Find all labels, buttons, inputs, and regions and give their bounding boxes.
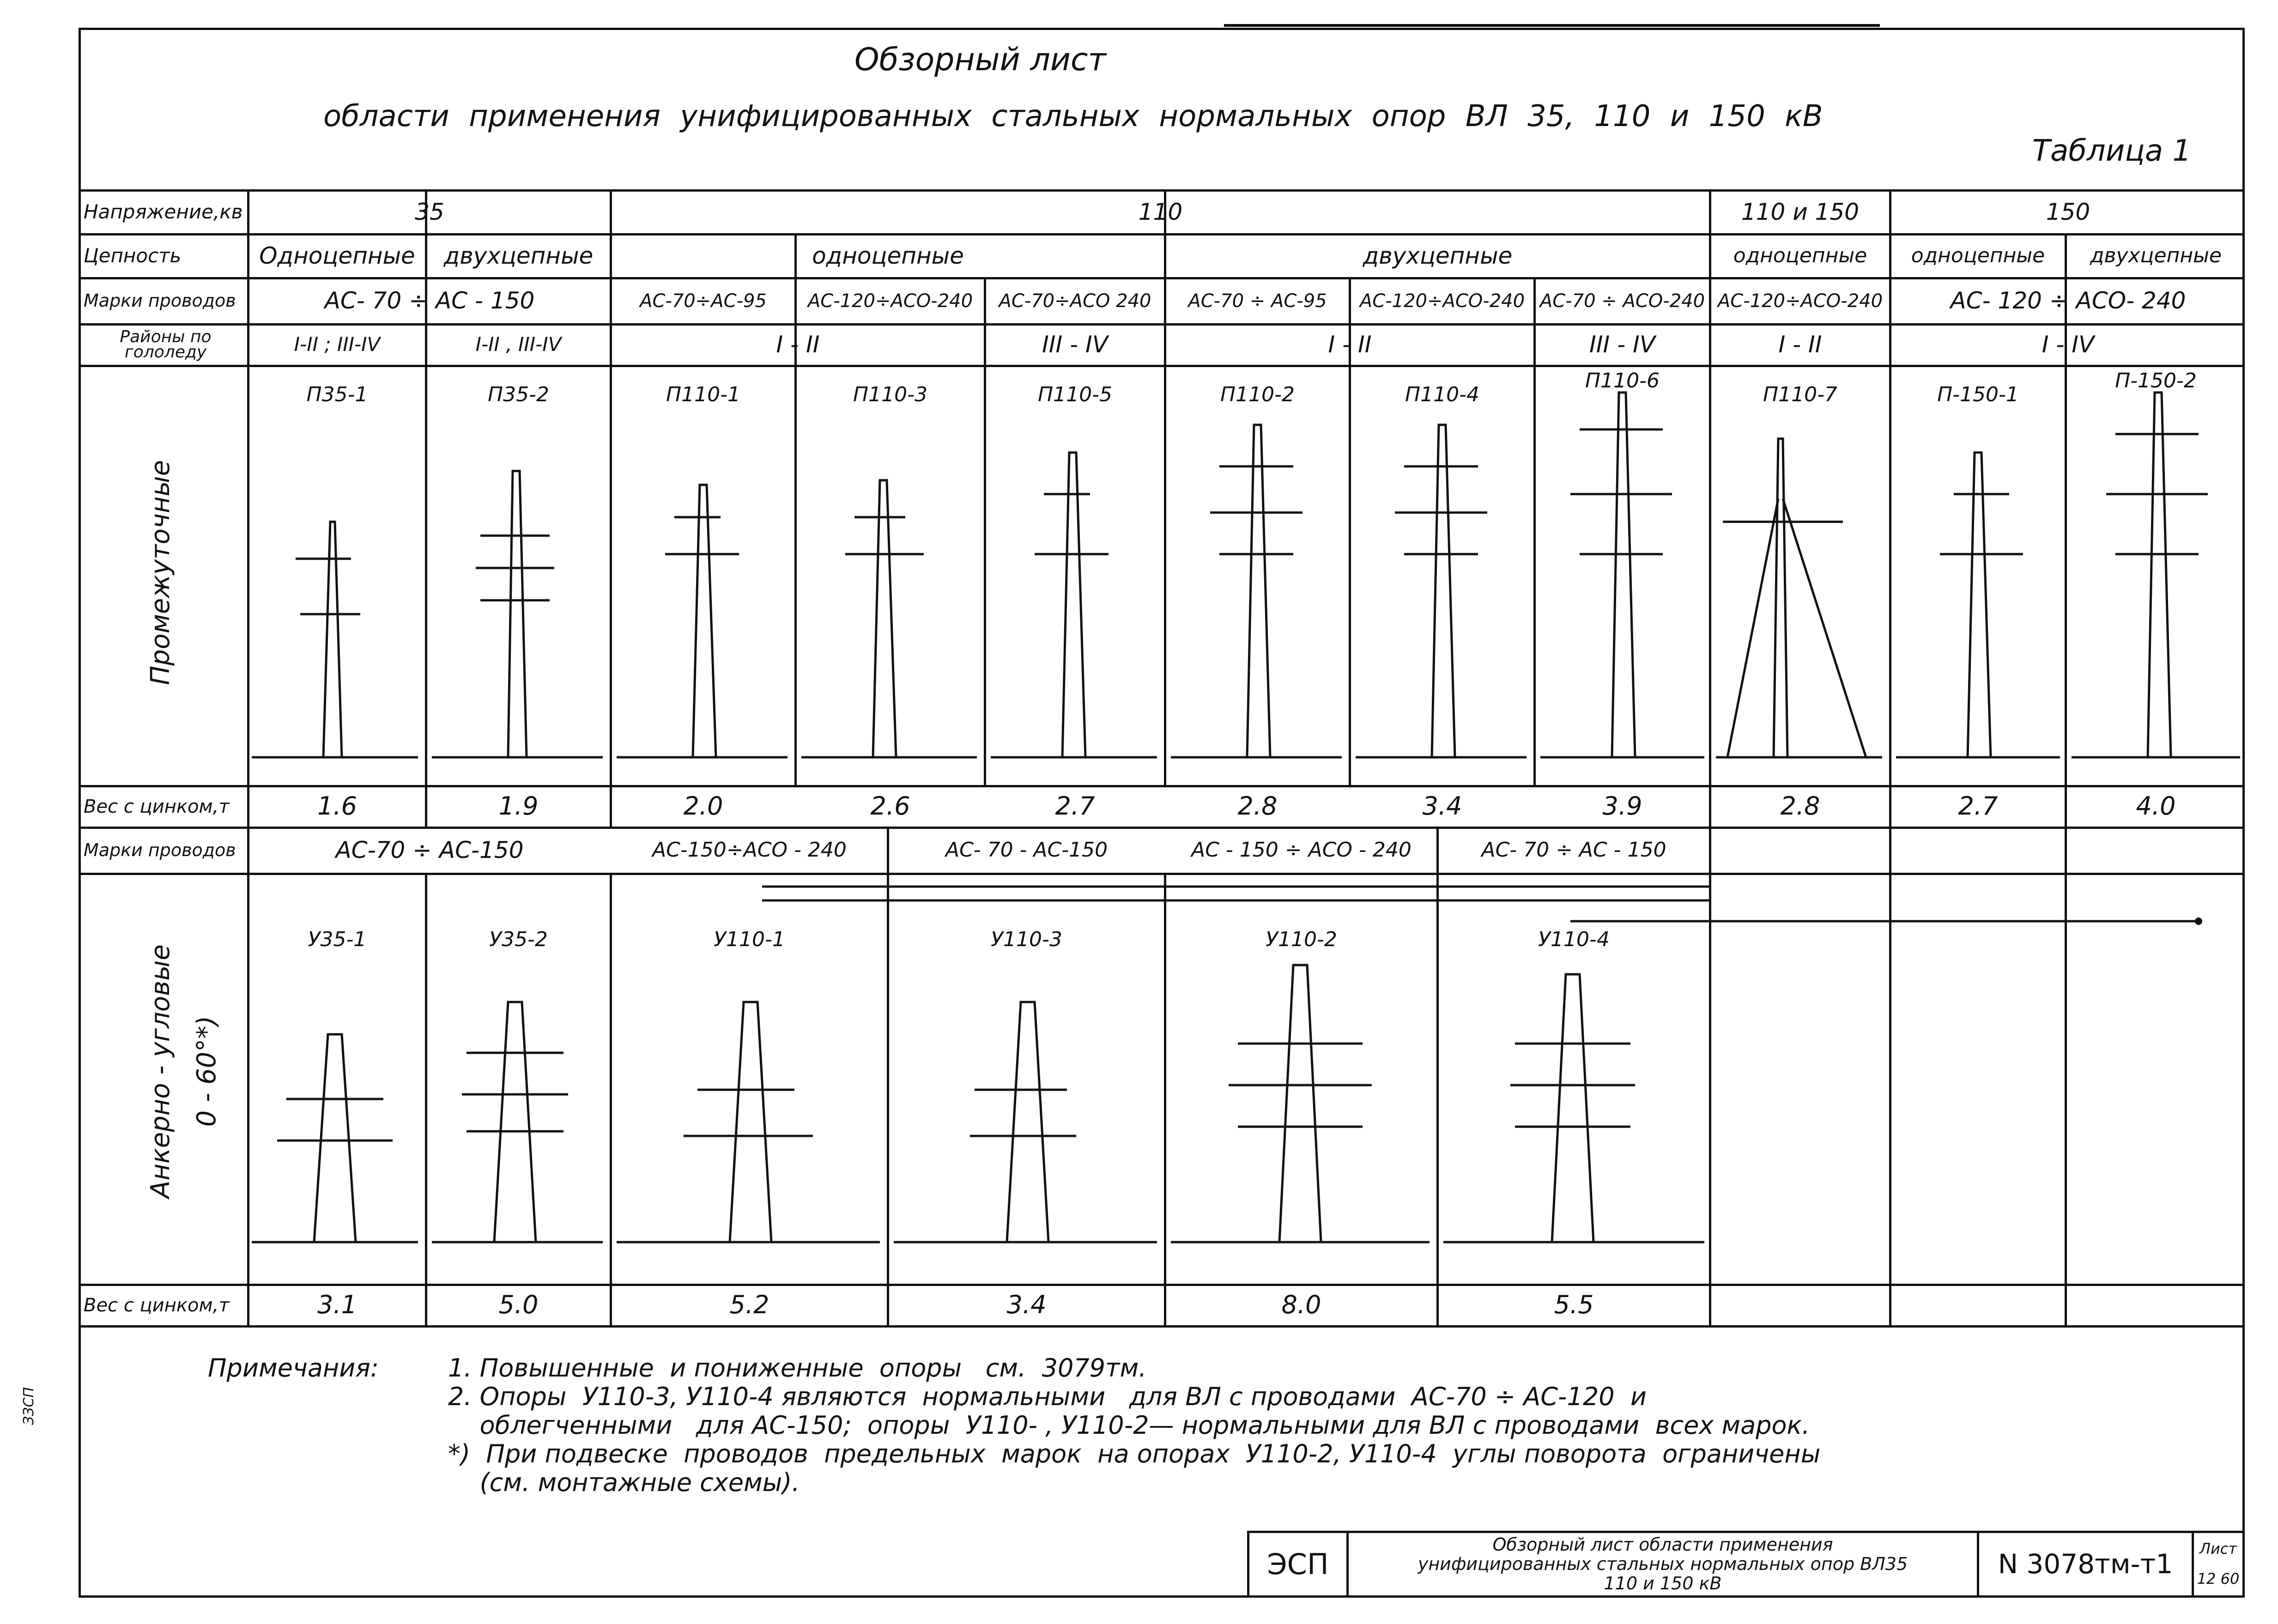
note-1: 1. Повышенные и пониженные опоры см. 307… (448, 1353, 1147, 1383)
top-rule (1224, 24, 1880, 27)
note-3b: (см. монтажные схемы). (448, 1468, 800, 1497)
tower-weight: 1.6 (317, 791, 357, 821)
ice-110-d: III - IV (1589, 331, 1656, 358)
tower-code: П110-2 (1220, 382, 1295, 406)
anchor-wires-4: АС- 70 ÷ АС - 150 (1481, 838, 1666, 862)
tower-weight: 2.8 (1780, 791, 1820, 821)
wires-110-150: АС-120÷АСО-240 (1717, 290, 1883, 312)
anchor-code: У110-2 (1266, 927, 1337, 951)
circuits-35-double: двухцепные (443, 242, 594, 269)
ice-110-a: I - II (776, 331, 820, 358)
wires-110-5: АС-120÷АСО-240 (1359, 290, 1525, 312)
label-circuits: Цепность (84, 244, 182, 267)
title-line-1: Обзорный лист (854, 42, 1106, 78)
circuits-150-single: одноцепные (1911, 243, 2045, 267)
anchor-wires-3: АС - 150 ÷ АСО - 240 (1191, 838, 1412, 862)
anchor-weight: 5.2 (729, 1290, 769, 1320)
wires-110-3: АС-70÷АСО 240 (999, 290, 1151, 312)
label-ice-regions: Районы по гололеду (120, 327, 212, 362)
ice-150: I - IV (2042, 331, 2095, 358)
voltage-35: 35 (415, 198, 444, 225)
stamp-desc-2: унифицированных стальных нормальных опор… (1418, 1554, 1908, 1575)
tower-code: П110-1 (666, 382, 740, 406)
note-3a: *) При подвеске проводов предельных маро… (448, 1439, 1821, 1468)
tower-code: П35-2 (488, 382, 549, 406)
anchor-code: У110-4 (1538, 927, 1610, 951)
circuits-110-150-single: одноцепные (1733, 243, 1867, 267)
voltage-150: 150 (2046, 198, 2090, 225)
notes-heading: Примечания: (208, 1353, 379, 1383)
label-weight-2: Вес с цинком,т (84, 1294, 230, 1316)
tower-code: П110-7 (1763, 382, 1837, 406)
stamp-org-box: ЭСП (1247, 1531, 1349, 1598)
note-2b: облегченными для АС-150; опоры У110- , У… (448, 1411, 1810, 1440)
anchor-weight: 8.0 (1281, 1290, 1321, 1320)
stamp-sheet-value: 12 60 (2197, 1570, 2240, 1588)
tower-weight: 2.6 (870, 791, 910, 821)
tower-code: П110-6 (1585, 368, 1660, 392)
tower-code: П110-3 (853, 382, 927, 406)
circuits-110-single: одноцепные (812, 242, 964, 269)
wires-110-6: АС-70 ÷ АСО-240 (1539, 290, 1705, 312)
wires-35: АС- 70 ÷ АС - 150 (324, 287, 535, 314)
anchor-code: У110-3 (991, 927, 1062, 951)
wires-110-4: АС-70 ÷ АС-95 (1188, 290, 1327, 312)
tower-weight: 3.9 (1602, 791, 1642, 821)
anchor-weight: 5.0 (498, 1290, 539, 1320)
circuits-150-double: двухцепные (2090, 243, 2222, 267)
label-wire-brands-2: Марки проводов (84, 840, 236, 861)
tower-code: П-150-2 (2115, 368, 2197, 392)
anchor-weight: 3.4 (1006, 1290, 1047, 1320)
stamp-sheet-label: Лист (2199, 1540, 2237, 1558)
circuits-35-single: Одноцепные (259, 242, 415, 269)
tower-code: П35-1 (306, 382, 368, 406)
stamp-desc-1: Обзорный лист области применения (1492, 1534, 1833, 1555)
voltage-110-150: 110 и 150 (1741, 198, 1860, 225)
tower-code: П-150-1 (1937, 382, 2019, 406)
tower-weight: 4.0 (2136, 791, 2176, 821)
tower-code: П110-4 (1405, 382, 1479, 406)
label-weight-1: Вес с цинком,т (84, 796, 230, 817)
side-mark: ЗЗСП (21, 1387, 37, 1425)
note-2a: 2. Опоры У110-3, У110-4 являются нормаль… (448, 1382, 1647, 1411)
table-label: Таблица 1 (2032, 134, 2192, 168)
ice-110-b: III - IV (1042, 331, 1109, 358)
stamp-desc-3: 110 и 150 кВ (1604, 1573, 1722, 1594)
stamp-org: ЭСП (1267, 1547, 1329, 1581)
wires-110-1: АС-70÷АС-95 (640, 290, 767, 312)
sheet-frame (79, 28, 2245, 1598)
anchor-wires-2: АС- 70 - АС-150 (945, 838, 1108, 862)
ice-35-b: I-II , III-IV (475, 333, 562, 356)
wires-110-2: АС-120÷АСО-240 (807, 290, 973, 312)
stamp-sheet-box: Лист 12 60 (2192, 1531, 2245, 1598)
tower-weight: 2.8 (1237, 791, 1278, 821)
anchor-code: У110-1 (714, 927, 785, 951)
anchor-wires-35: АС-70 ÷ АС-150 (335, 837, 524, 864)
stamp-desc-box: Обзорный лист области применения унифици… (1346, 1531, 1979, 1598)
label-voltage: Напряжение,кв (84, 200, 243, 223)
stamp-number: N 3078тм-т1 (1998, 1548, 2173, 1580)
anchor-code: У35-2 (489, 927, 548, 951)
wires-150: АС- 120 ÷ АСО- 240 (1950, 287, 2186, 314)
ice-110-c: I - II (1328, 331, 1372, 358)
tower-weight: 2.7 (1958, 791, 1998, 821)
anchor-wires-1: АС-150÷АСО - 240 (652, 838, 847, 862)
anchor-weight: 5.5 (1554, 1290, 1594, 1320)
tower-weight: 2.0 (683, 791, 723, 821)
tower-code: П110-5 (1038, 382, 1112, 406)
tower-weight: 1.9 (498, 791, 539, 821)
anchor-weight: 3.1 (317, 1290, 357, 1320)
tower-weight: 3.4 (1422, 791, 1462, 821)
tower-weight: 2.7 (1055, 791, 1095, 821)
circuits-110-double: двухцепные (1363, 242, 1513, 269)
label-wire-brands: Марки проводов (84, 290, 236, 311)
ice-35-a: I-II ; III-IV (294, 333, 381, 356)
ice-110-150: I - II (1778, 331, 1822, 358)
voltage-110: 110 (1138, 198, 1183, 225)
title-line-2: области применения унифицированных сталь… (323, 99, 1823, 133)
stamp-number-box: N 3078тм-т1 (1977, 1531, 2194, 1598)
anchor-code: У35-1 (308, 927, 367, 951)
